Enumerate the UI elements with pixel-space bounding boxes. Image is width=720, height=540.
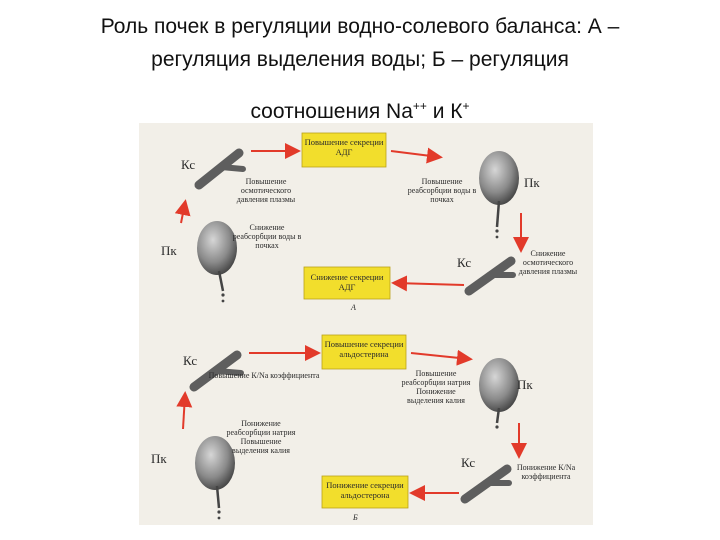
part-a-note-lower-right: Снижение осмотического давления плазмы	[518, 249, 578, 276]
sodium-charge: ++	[412, 99, 427, 113]
part-b-arrows	[176, 345, 527, 501]
title-line-3: соотношения Na++ и К+	[30, 90, 690, 128]
potassium-charge: +	[462, 99, 470, 113]
figure-drawing	[174, 132, 529, 520]
part-b-vessel-bottom	[460, 464, 512, 504]
arrow	[176, 391, 193, 430]
arrow	[174, 199, 191, 224]
part-b-note-upper-right: Повышение реабсорбции натрия Понижение в…	[401, 369, 471, 405]
arrow	[391, 275, 465, 292]
kidney-regulation-figure: Повышение секреции АДГ Снижение секреции…	[139, 123, 593, 525]
part-b-note-lower-left: Понижение реабсорбции натрия Повышение в…	[226, 419, 296, 455]
part-b-box-bottom	[321, 475, 409, 509]
part-b-code-vessel-bottom: Кс	[461, 455, 476, 470]
part-a-code-vessel-top: Кс	[181, 157, 196, 172]
arrow	[390, 147, 443, 164]
part-a-box-bottom-label: Снижение секреции АДГ	[310, 272, 384, 292]
part-b-kidney-left	[195, 436, 235, 520]
slide-title: Роль почек в регуляции водно-солевого ба…	[30, 10, 690, 128]
part-a-box-bottom	[303, 266, 391, 300]
part-a-kidney-right	[479, 151, 519, 239]
part-a-box-top-label: Повышение секреции АДГ	[304, 137, 384, 157]
title-line-3-and: и К	[426, 100, 463, 123]
part-b-code-vessel-top: Кс	[183, 353, 198, 368]
part-b-box-top-label: Повышение секреции альдостерина	[324, 339, 404, 359]
title-line-3-text: соотношения Na	[250, 100, 413, 123]
part-b-code-kidney-left: Пк	[151, 451, 167, 466]
part-a-code-kidney-left: Пк	[161, 243, 177, 258]
part-a-arrows	[174, 143, 529, 292]
title-line-1: Роль почек в регуляции водно-солевого ба…	[100, 15, 620, 38]
part-b-kidney-right	[479, 358, 519, 429]
part-a-note-upper-left: Повышение осмотического давления плазмы	[236, 177, 296, 204]
part-b-note-upper-left: Повышение К/Na коэффициента	[208, 371, 320, 380]
part-a-label: А	[351, 303, 356, 312]
part-b-vessel-top	[189, 350, 244, 392]
arrow	[410, 349, 473, 366]
part-b-box-bottom-label: Понижение секреции альдостерона	[326, 480, 404, 500]
part-a-vessel-top	[194, 148, 246, 190]
part-a-code-vessel-bottom: Кс	[457, 255, 472, 270]
part-b-note-lower-right: Понижение К/Na коэффициента	[516, 463, 576, 481]
part-a-code-kidney-right: Пк	[524, 175, 540, 190]
part-a-box-top	[301, 132, 387, 168]
part-a-note-lower-left: Снижение реабсорбции воды в почках	[232, 223, 302, 250]
title-line-2: регуляция выделения воды; Б – регуляция	[151, 48, 569, 71]
part-b-box-top	[321, 334, 407, 370]
part-b-label: Б	[353, 513, 358, 522]
part-a-vessel-bottom	[464, 256, 516, 296]
part-b-code-kidney-right: Пк	[517, 377, 533, 392]
part-a-kidney-left	[197, 221, 237, 303]
part-a-note-upper-right: Повышение реабсорбции воды в почках	[407, 177, 477, 204]
